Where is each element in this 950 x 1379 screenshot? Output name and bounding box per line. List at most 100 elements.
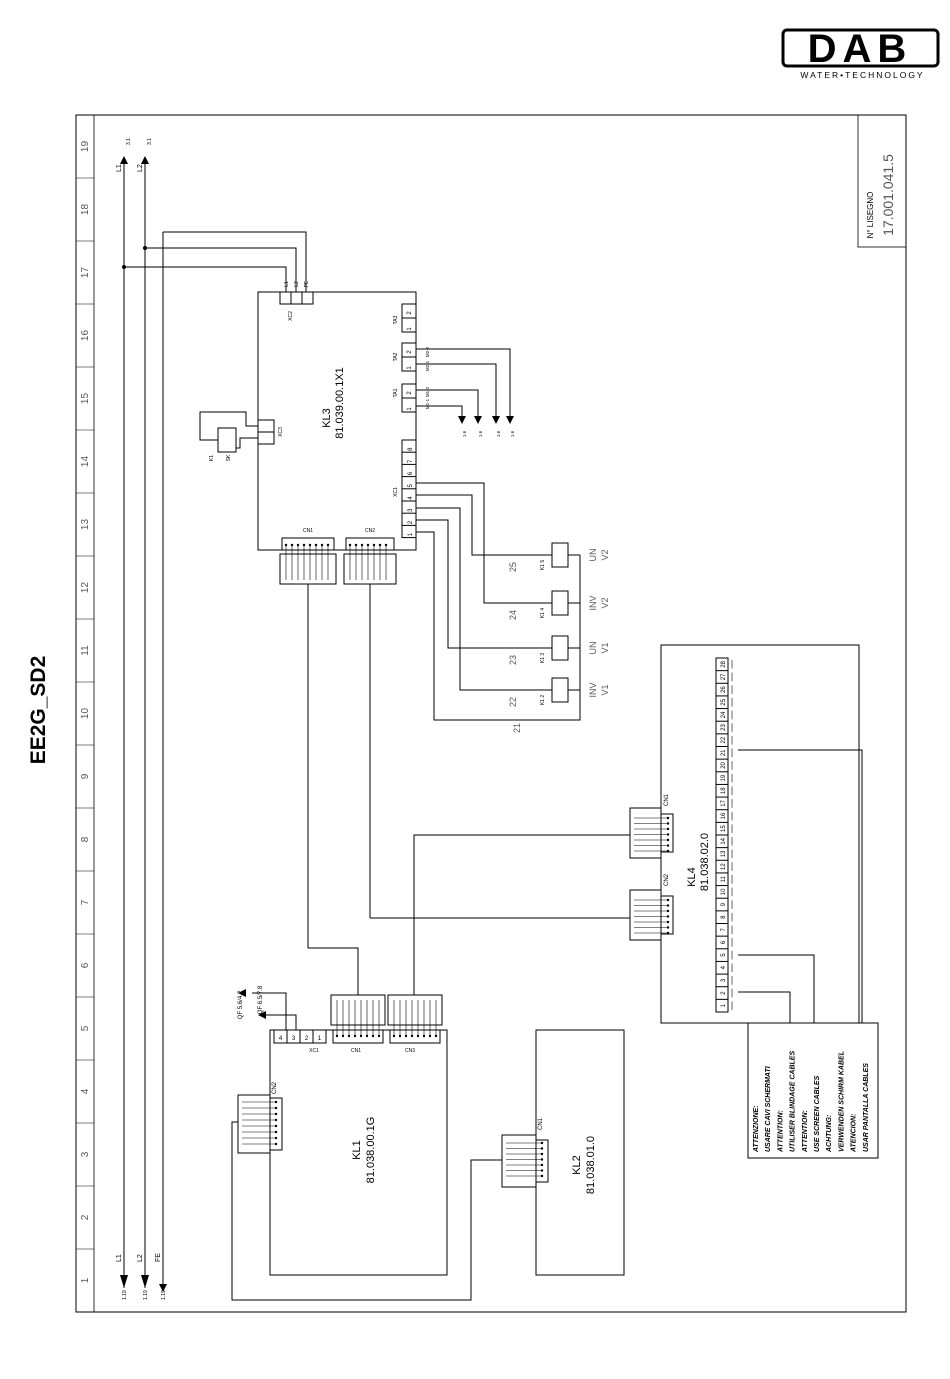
kl1-cn1-label: CN1 [351,1048,361,1054]
kl3-xc2-pin-l1: L1 [284,281,290,287]
kl3-xc3-label: XC3 [278,427,284,437]
relay-coil [551,590,569,616]
relay-tag: K1 5 [540,560,546,571]
svg-text:1: 1 [407,366,413,370]
rail-top-l2: L2 [137,164,144,172]
column-number: 2 [80,1214,91,1220]
ta-wire-m1-1: M1-1 [425,398,430,409]
rail-top-ref-1: 3.1 [126,138,132,145]
kl4-terminal: 1 [721,1003,727,1007]
svg-text:1: 1 [407,327,413,331]
kl4-terminal: 25 [721,698,727,705]
relay-label-1: UN [588,642,598,655]
column-number: 8 [80,836,91,842]
svg-text:2: 2 [407,350,413,354]
xc1-pin: 5 [408,483,414,487]
relay-wire: 24 [508,610,518,620]
brand-name: DAB [807,27,913,71]
warning-line: USE SCREEN CABLES [814,1075,821,1152]
column-number: 19 [80,141,91,153]
qf-1: QF 5.6/4.2 [238,990,244,1019]
kl4-terminal: 13 [721,850,727,857]
column-number: 4 [80,1088,91,1094]
kl1-cn2-label: CN2 [272,1081,278,1094]
relay-wire: 25 [508,562,518,572]
kl1-code: 81.038.00.1G [365,1117,377,1184]
brand-tagline: WATER•TECHNOLOGY [800,70,925,80]
wire-21: 21 [512,723,522,733]
kl4-terminal: 10 [721,888,727,895]
column-number: 13 [80,519,91,531]
drawing-frame [75,114,907,1313]
xc1-pin: 7 [408,459,414,463]
ta-wire-m2-1: M2-1 [425,360,430,371]
relay-tag: K1 3 [540,653,546,664]
rail-bot-ref-2: 1.19 [143,1290,149,1300]
kl4-terminal: 16 [721,812,727,819]
kl4-terminal: 19 [721,774,727,781]
warning-line: ATENCION: [851,1114,858,1153]
warning-line: UTILISER BLINDAGE CABLES [790,1051,797,1152]
kl3-xc1-label: XC1 [393,487,399,497]
kl1-name: KL1 [351,1140,363,1160]
warning-line: VERWENDEN SCHIRM KABEL [838,1051,845,1152]
svg-text:1: 1 [407,407,413,411]
kl4-terminal: 22 [721,736,727,743]
ta-wire-m2-2: M2-2 [425,346,430,357]
column-number: 6 [80,962,91,968]
xc1-pin: 2 [408,520,414,524]
kl2-cn1-label: CN1 [538,1117,544,1130]
kl4-terminal: 5 [721,953,727,957]
kl1-xc1-pin: 2 [305,1036,309,1042]
relay-coil [551,677,569,703]
kl4-cn1-label: CN1 [664,793,670,806]
rail-bot-l2: L2 [137,1254,144,1262]
relay-tag: K1 4 [540,608,546,619]
kl2-code: 81.038.01.0 [585,1136,597,1194]
ta-end-4: 1.6 [510,430,515,437]
warning-line: USAR PANTALLA CABLES [863,1063,870,1152]
kl1-cn3-label: CN3 [405,1048,415,1054]
kl4-terminal: 4 [721,965,727,969]
kl4-terminal: 9 [721,902,727,906]
kl4-terminal: 18 [721,787,727,794]
relay-wire: 23 [508,655,518,665]
relay-label-2: V1 [600,642,610,653]
kl4-terminal: 14 [721,837,727,844]
kl4-terminal: 12 [721,863,727,870]
kl4-terminal: 28 [721,660,727,667]
kl4-board [660,644,860,1024]
ta-end-3: 1.6 [496,430,501,437]
kl4-terminal: 24 [721,711,727,718]
relay-label-2: V1 [600,684,610,695]
xc1-pin: 6 [408,471,414,475]
relay-label-1: UN [588,549,598,562]
xc3-device-tag: K1 [209,455,215,461]
kl3-xc2-label: XC2 [288,311,294,321]
column-number: 7 [80,899,91,905]
xc3-device-label: SK [226,454,232,461]
ta-end-2: 1.6 [478,430,483,437]
kl4-terminal: 26 [721,686,727,693]
kl3-ta3: TA3 [393,315,399,324]
kl2-board [535,1029,625,1276]
kl4-terminal: 7 [721,927,727,931]
kl3-name: KL3 [321,408,333,428]
kl3-cn2-label: CN2 [365,528,375,534]
drawing-title: EE2G_SD2 [27,656,50,765]
kl1-xc1-label: XC1 [309,1048,319,1054]
rail-top-ref-2: 3.1 [147,138,153,145]
rail-bot-fe: FE [155,1253,162,1262]
warning-line: ACHTUNG: [826,1115,833,1153]
ta-end-1: 1.6 [462,430,467,437]
kl2-name: KL2 [571,1155,583,1175]
relay-label-1: INV [588,682,598,697]
warning-line: USARE CAVI SCHERMATI [765,1065,772,1152]
column-number: 12 [80,582,91,594]
column-number: 15 [80,393,91,405]
kl4-terminal: 11 [721,875,727,882]
kl3-xc2-pin-pe: PE [304,280,310,287]
